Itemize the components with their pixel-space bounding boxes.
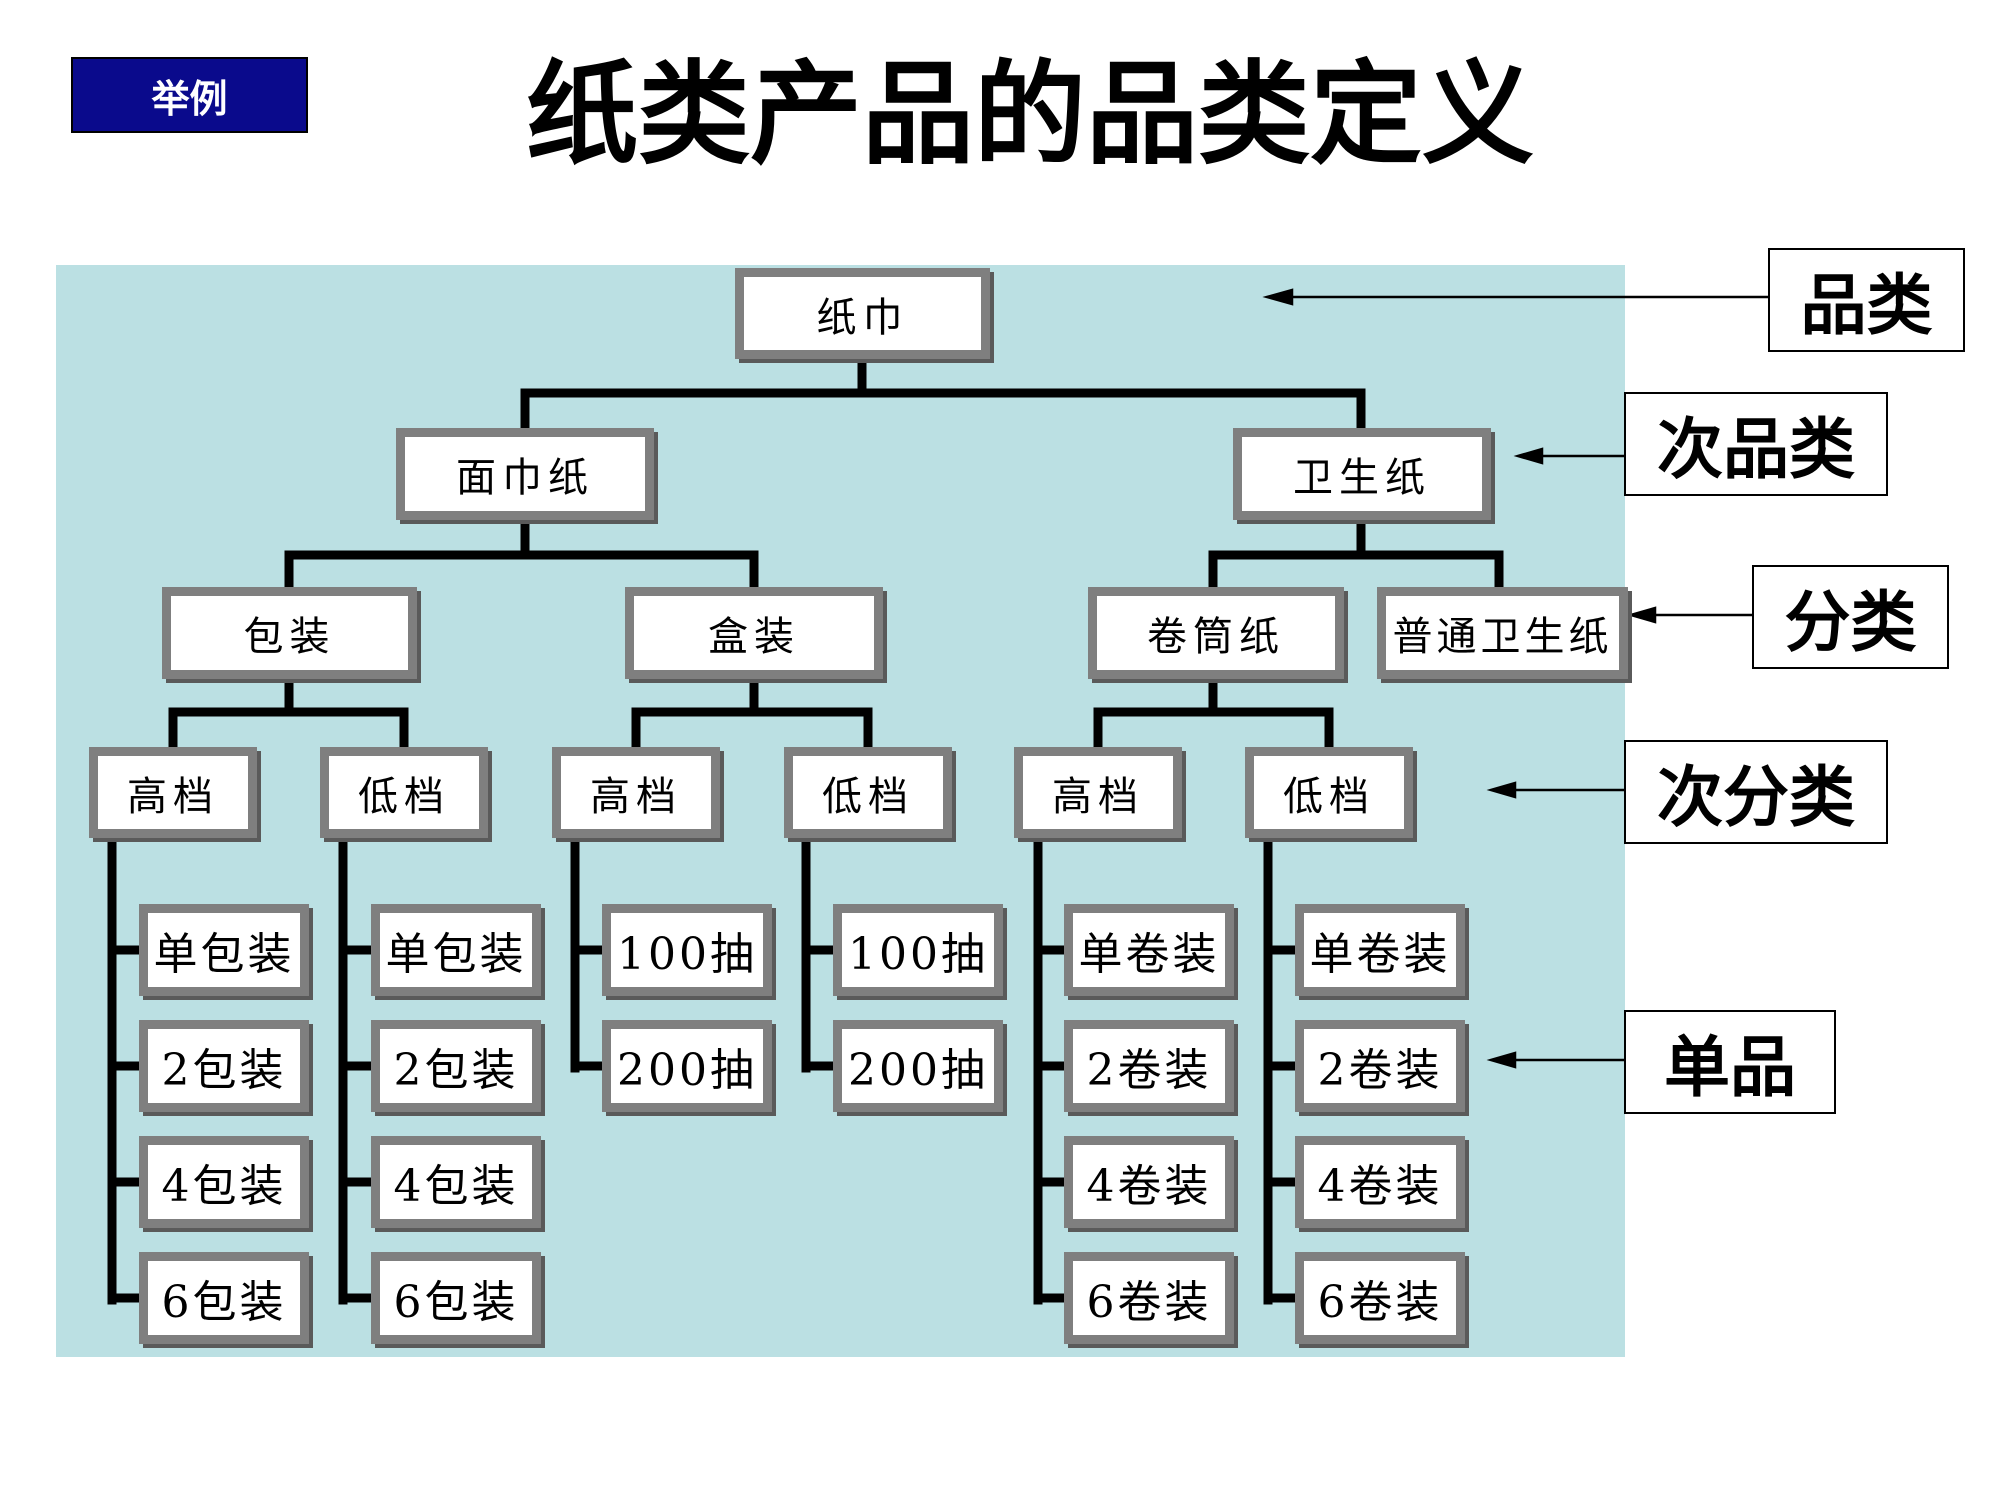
- item-col2-4: 6包装: [371, 1252, 541, 1344]
- node-category-roll: 卷筒纸: [1088, 587, 1344, 679]
- item-col1-4: 6包装: [139, 1252, 309, 1344]
- node-sub-class-high-2: 高档: [552, 747, 720, 838]
- node-root: 纸巾: [735, 268, 990, 359]
- item-col5-2: 2卷装: [1064, 1020, 1234, 1112]
- node-category-regular: 普通卫生纸: [1377, 587, 1628, 679]
- level-label-item: 单品: [1624, 1010, 1836, 1114]
- item-col6-2: 2卷装: [1295, 1020, 1465, 1112]
- item-col6-3: 4卷装: [1295, 1136, 1465, 1228]
- item-col6-4: 6卷装: [1295, 1252, 1465, 1344]
- item-col1-2: 2包装: [139, 1020, 309, 1112]
- node-sub-class-low-1: 低档: [320, 747, 488, 838]
- page-title: 纸类产品的品类定义: [526, 50, 1534, 180]
- item-col4-1: 100抽: [833, 904, 1003, 996]
- item-col2-3: 4包装: [371, 1136, 541, 1228]
- item-col1-3: 4包装: [139, 1136, 309, 1228]
- item-col6-1: 单卷装: [1295, 904, 1465, 996]
- item-col3-2: 200抽: [602, 1020, 772, 1112]
- item-col2-2: 2包装: [371, 1020, 541, 1112]
- example-badge: 举例: [71, 57, 308, 133]
- level-label-sub-category: 次品类: [1624, 392, 1888, 496]
- level-label-sub-classification: 次分类: [1624, 740, 1888, 844]
- item-col5-4: 6卷装: [1064, 1252, 1234, 1344]
- node-sub-category-toilet: 卫生纸: [1233, 428, 1491, 520]
- node-sub-class-high-1: 高档: [89, 747, 257, 838]
- level-label-classification: 分类: [1752, 565, 1949, 669]
- level-label-category: 品类: [1768, 248, 1965, 352]
- item-col1-1: 单包装: [139, 904, 309, 996]
- item-col3-1: 100抽: [602, 904, 772, 996]
- node-sub-category-facial: 面巾纸: [396, 428, 654, 520]
- item-col5-3: 4卷装: [1064, 1136, 1234, 1228]
- item-col4-2: 200抽: [833, 1020, 1003, 1112]
- node-category-pack: 包装: [162, 587, 417, 679]
- node-sub-class-low-3: 低档: [1245, 747, 1413, 838]
- node-category-box: 盒装: [625, 587, 883, 679]
- item-col5-1: 单卷装: [1064, 904, 1234, 996]
- node-sub-class-high-3: 高档: [1014, 747, 1182, 838]
- node-sub-class-low-2: 低档: [784, 747, 952, 838]
- item-col2-1: 单包装: [371, 904, 541, 996]
